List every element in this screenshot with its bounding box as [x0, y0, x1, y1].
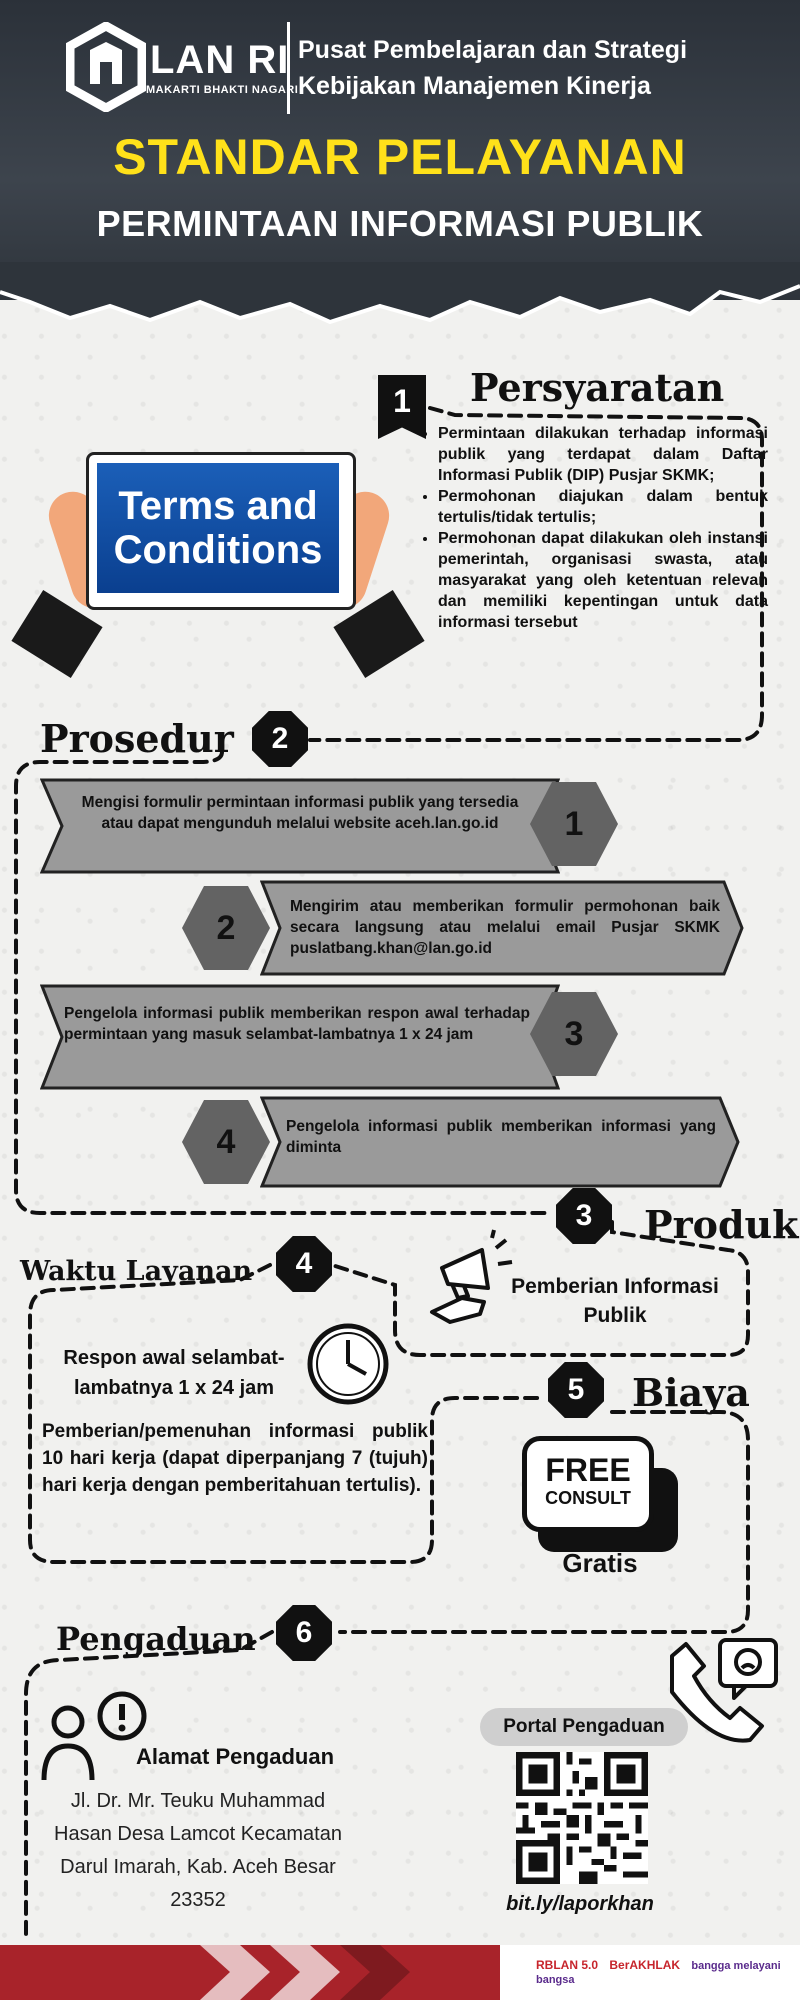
persyaratan-item-2: Permohonan diajukan dalam bentuk tertuli…	[438, 486, 768, 528]
torn-paper-edge	[0, 262, 800, 325]
footer-chevrons-icon	[200, 1945, 410, 2000]
header: LAN RI MAKARTI BHAKTI NAGARI Pusat Pembe…	[0, 0, 800, 300]
produk-text: Pemberian Informasi Publik	[511, 1275, 719, 1327]
step-1-text: Mengisi formulir permintaan informasi pu…	[81, 794, 519, 832]
persyaratan-item-1: Permintaan dilakukan terhadap informasi …	[438, 423, 768, 486]
step-4-text: Pengelola informasi publik memberikan in…	[286, 1118, 716, 1156]
clock-icon	[307, 1323, 389, 1405]
org-line-2: Kebijakan Manajemen Kinerja	[298, 72, 651, 100]
section-4-number: 4	[276, 1236, 332, 1292]
speech-bubble-front: FREE CONSULT	[522, 1436, 654, 1532]
rblan-logo: RBLAN 5.0	[536, 1958, 599, 1972]
persyaratan-title: Persyaratan	[470, 365, 725, 410]
persyaratan-list: Permintaan dilakukan terhadap informasi …	[420, 423, 768, 633]
step-4-number: 4	[182, 1100, 270, 1184]
lan-logo-icon	[66, 22, 146, 112]
user-alert-icon	[41, 1691, 147, 1781]
megaphone-icon	[430, 1229, 513, 1324]
portal-pengaduan-label: Portal Pengaduan	[480, 1708, 688, 1746]
page-title: STANDAR PELAYANAN	[113, 129, 687, 185]
footer-logo-area	[500, 1945, 800, 2000]
pengaduan-title: Pengaduan	[56, 1620, 256, 1658]
section-1-number: 1	[378, 375, 426, 439]
step-3-number: 3	[530, 992, 618, 1076]
brand-name: LAN RI	[150, 38, 290, 82]
footer-logos: RBLAN 5.0 BerAKHLAK bangga melayani bang…	[536, 1958, 800, 1986]
step-2-number: 2	[182, 886, 270, 970]
org-line-1: Pusat Pembelajaran dan Strategi	[298, 36, 688, 64]
step-1-number: 1	[530, 782, 618, 866]
section-5-number: 5	[548, 1362, 604, 1418]
consult-label: CONSULT	[545, 1488, 631, 1508]
section-6-number: 6	[276, 1605, 332, 1661]
biaya-title: Biaya	[632, 1370, 750, 1415]
waktu-respon-text: Respon awal selambat-lambatnya 1 x 24 ja…	[63, 1347, 285, 1399]
brand-tagline: MAKARTI BHAKTI NAGARI	[146, 84, 299, 96]
alamat-text: Jl. Dr. Mr. Teuku Muhammad Hasan Desa La…	[54, 1790, 342, 1911]
free-label: FREE	[545, 1452, 631, 1488]
step-3-text: Pengelola informasi publik memberikan re…	[64, 1005, 530, 1043]
step-1-arrow-shape	[40, 778, 560, 874]
step-3-arrow-shape	[40, 984, 560, 1090]
section-2-number: 2	[252, 711, 308, 767]
phone-complaint-icon	[670, 1638, 778, 1743]
header-divider	[287, 22, 290, 114]
step-2-text: Mengirim atau memberikan formulir permoh…	[290, 898, 720, 957]
waktu-pemenuhan-text: Pemberian/pemenuhan informasi publik 10 …	[42, 1421, 428, 1496]
berakhlak-logo: BerAKHLAK	[609, 1958, 681, 1972]
persyaratan-item-3: Permohonan dapat dilakukan oleh instansi…	[438, 528, 768, 633]
section-3-number: 3	[556, 1188, 612, 1244]
produk-title: Produk	[644, 1202, 799, 1247]
pengaduan-link[interactable]: bit.ly/laporkhan	[506, 1893, 654, 1915]
qr-code-icon[interactable]	[516, 1752, 648, 1884]
tablet-icon: Terms and Conditions	[86, 452, 356, 610]
organization-name: Pusat Pembelajaran dan Strategi Kebijaka…	[298, 32, 778, 104]
bangga-melayani-logo: bangga melayani bangsa	[536, 1960, 781, 1986]
biaya-text: Gratis	[562, 1548, 638, 1578]
tablet-screen-text: Terms and Conditions	[97, 463, 339, 593]
step-4-arrow-shape	[260, 1096, 740, 1188]
prosedur-title: Prosedur	[40, 716, 234, 761]
step-2-arrow-shape	[260, 880, 744, 976]
waktu-title: Waktu Layanan	[20, 1256, 253, 1287]
alamat-title: Alamat Pengaduan	[135, 1744, 335, 1769]
page-subtitle: PERMINTAAN INFORMASI PUBLIK	[96, 203, 704, 244]
